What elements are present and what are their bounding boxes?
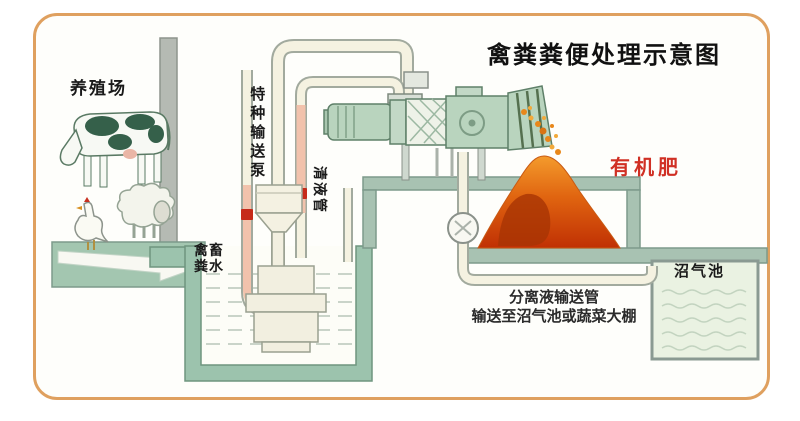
inlet-box [403, 71, 429, 89]
chicken-illustration [74, 197, 109, 250]
manure-tank-walls [184, 245, 373, 382]
cow-illustration [59, 111, 171, 188]
machine-body [445, 95, 511, 149]
clear-liquid-return-pipe [295, 76, 405, 258]
sheep-illustration [116, 182, 176, 238]
fertilizer-pile [477, 155, 621, 249]
separator-machine [323, 71, 553, 151]
special-pump-label: 特种输送泵 [248, 86, 267, 181]
farm-label: 养殖场 [70, 79, 127, 99]
manure-water-line2: 粪水 [194, 259, 224, 276]
discharge-note-line1: 分离液输送管 [508, 288, 599, 306]
discharge-note-line2: 输送至沼气池或蔬菜大棚 [471, 307, 637, 325]
discharge-note: 分离液输送管 输送至沼气池或蔬菜大棚 [398, 288, 710, 326]
special-transport-pump [254, 184, 304, 233]
clear-liquid-pipe-label: 清液管 [311, 166, 327, 214]
manure-water-line1: 禽畜 [194, 243, 224, 259]
organic-fertilizer-label: 有机肥 [610, 155, 682, 179]
manure-water-label: 禽畜 粪水 [194, 243, 224, 275]
spray-particles [521, 106, 561, 155]
discharge-pipe [457, 152, 658, 286]
biogas-pool-label: 沼气池 [674, 262, 726, 280]
suction-pipe [271, 39, 414, 268]
pool-waves [661, 289, 747, 351]
diagram-title: 禽粪粪便处理示意图 [487, 41, 721, 69]
biogas-pool [650, 259, 760, 361]
farm-floor [51, 241, 206, 288]
discharge-valve [447, 212, 479, 244]
submersible-pump [245, 231, 327, 353]
